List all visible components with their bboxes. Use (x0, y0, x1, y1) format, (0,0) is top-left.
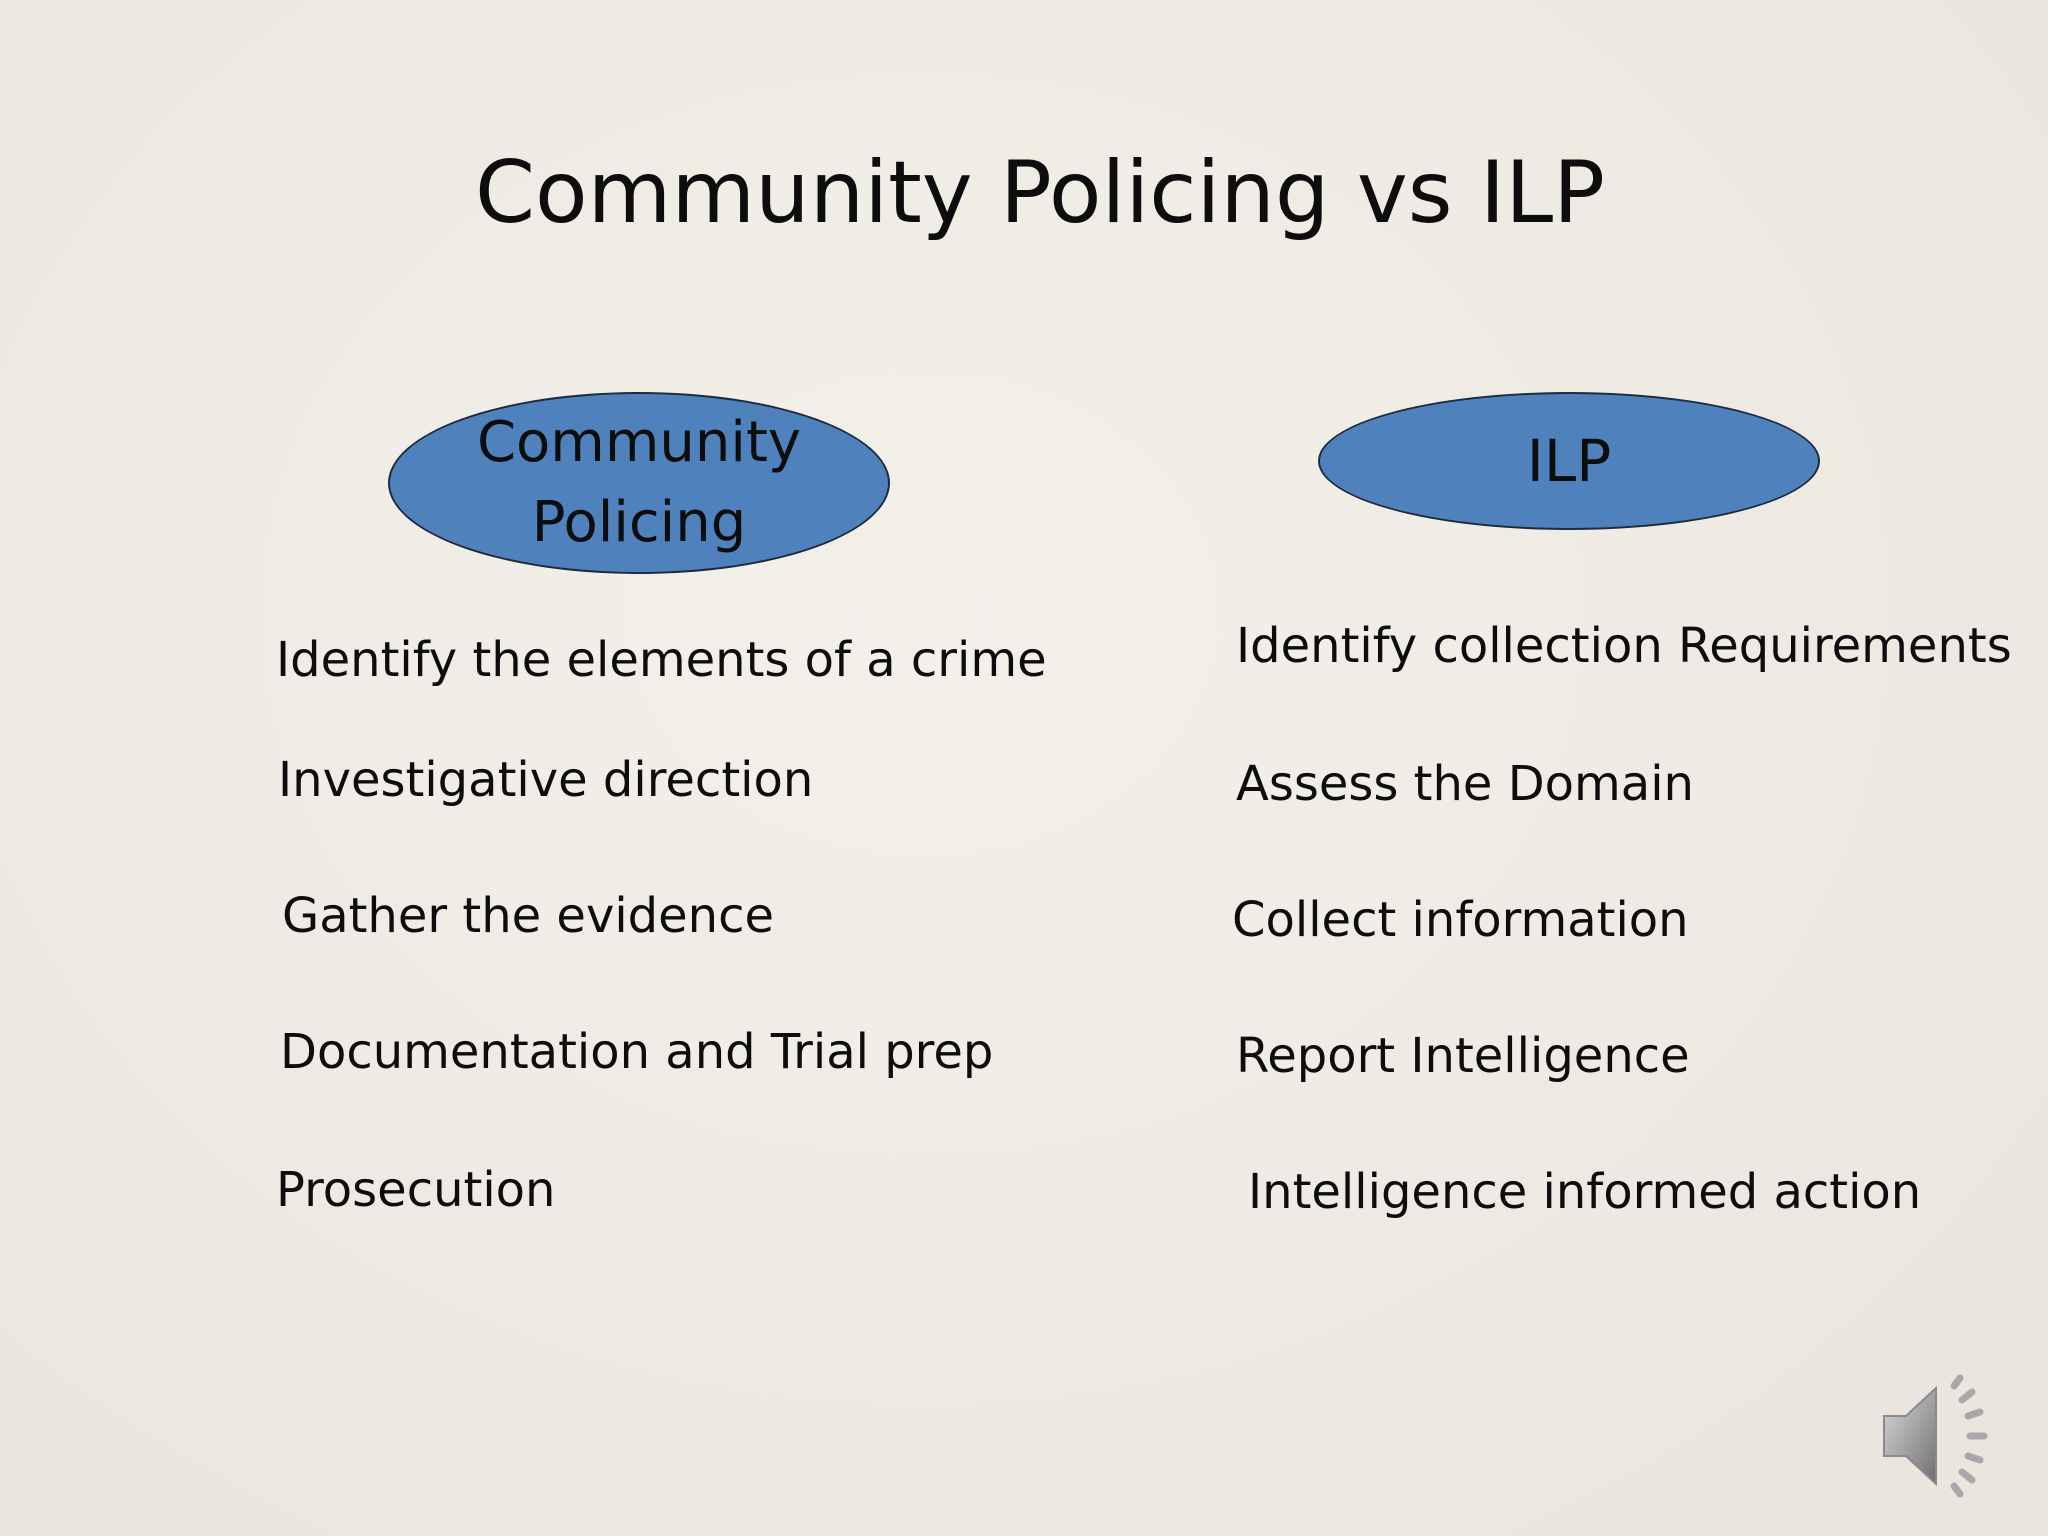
speaker-icon[interactable] (1874, 1366, 2014, 1506)
left-item-4: Documentation and Trial prep (280, 1024, 994, 1080)
right-item-2: Assess the Domain (1236, 756, 1694, 812)
slide-title: Community Policing vs ILP (474, 143, 1606, 243)
left-item-5: Prosecution (276, 1162, 556, 1218)
ilp-oval: ILP (1318, 392, 1820, 530)
right-item-3: Collect information (1232, 892, 1689, 948)
left-item-3: Gather the evidence (282, 888, 775, 944)
community-policing-oval: Community Policing (388, 392, 890, 574)
right-item-5: Intelligence informed action (1248, 1164, 1922, 1220)
left-item-2: Investigative direction (278, 752, 814, 808)
right-item-1: Identify collection Requirements (1236, 618, 2012, 674)
speaker-icon-graphic (1883, 1374, 1988, 1498)
ilp-label: ILP (1526, 427, 1612, 495)
left-item-1: Identify the elements of a crime (276, 632, 1047, 688)
community-policing-label: Community Policing (476, 410, 802, 555)
right-item-4: Report Intelligence (1236, 1028, 1690, 1084)
